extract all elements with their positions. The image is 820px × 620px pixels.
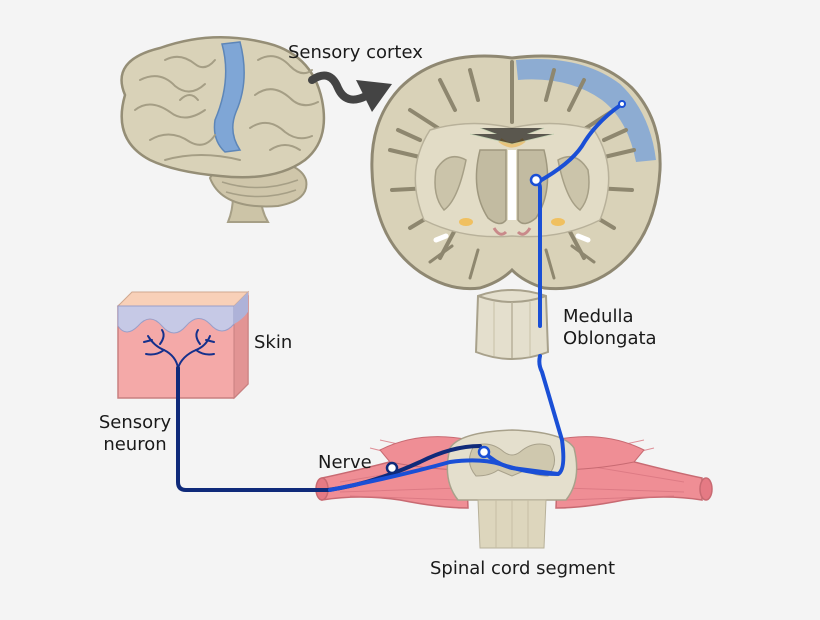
label-medulla-line2: Oblongata (563, 328, 657, 349)
coronal-brain-section (370, 54, 662, 291)
spinal-cord-segment (315, 429, 713, 549)
skin-block (116, 290, 250, 400)
label-nerve: Nerve (318, 452, 372, 473)
label-sensory-cortex: Sensory cortex (288, 42, 423, 63)
label-medulla-oblongata: Medulla Oblongata (563, 306, 657, 350)
synapse-markers (385, 100, 626, 475)
curved-arrow-icon (308, 71, 392, 112)
medulla-oblongata (474, 289, 550, 360)
label-spinal-cord-segment: Spinal cord segment (430, 558, 616, 579)
label-medulla-line1: Medulla (563, 306, 634, 327)
label-sensory-neuron-line2: neuron (103, 434, 167, 455)
lateral-brain (120, 35, 326, 223)
label-sensory-neuron: Sensory neuron (92, 412, 178, 456)
label-sensory-neuron-line1: Sensory (98, 412, 172, 433)
label-skin: Skin (254, 332, 293, 353)
